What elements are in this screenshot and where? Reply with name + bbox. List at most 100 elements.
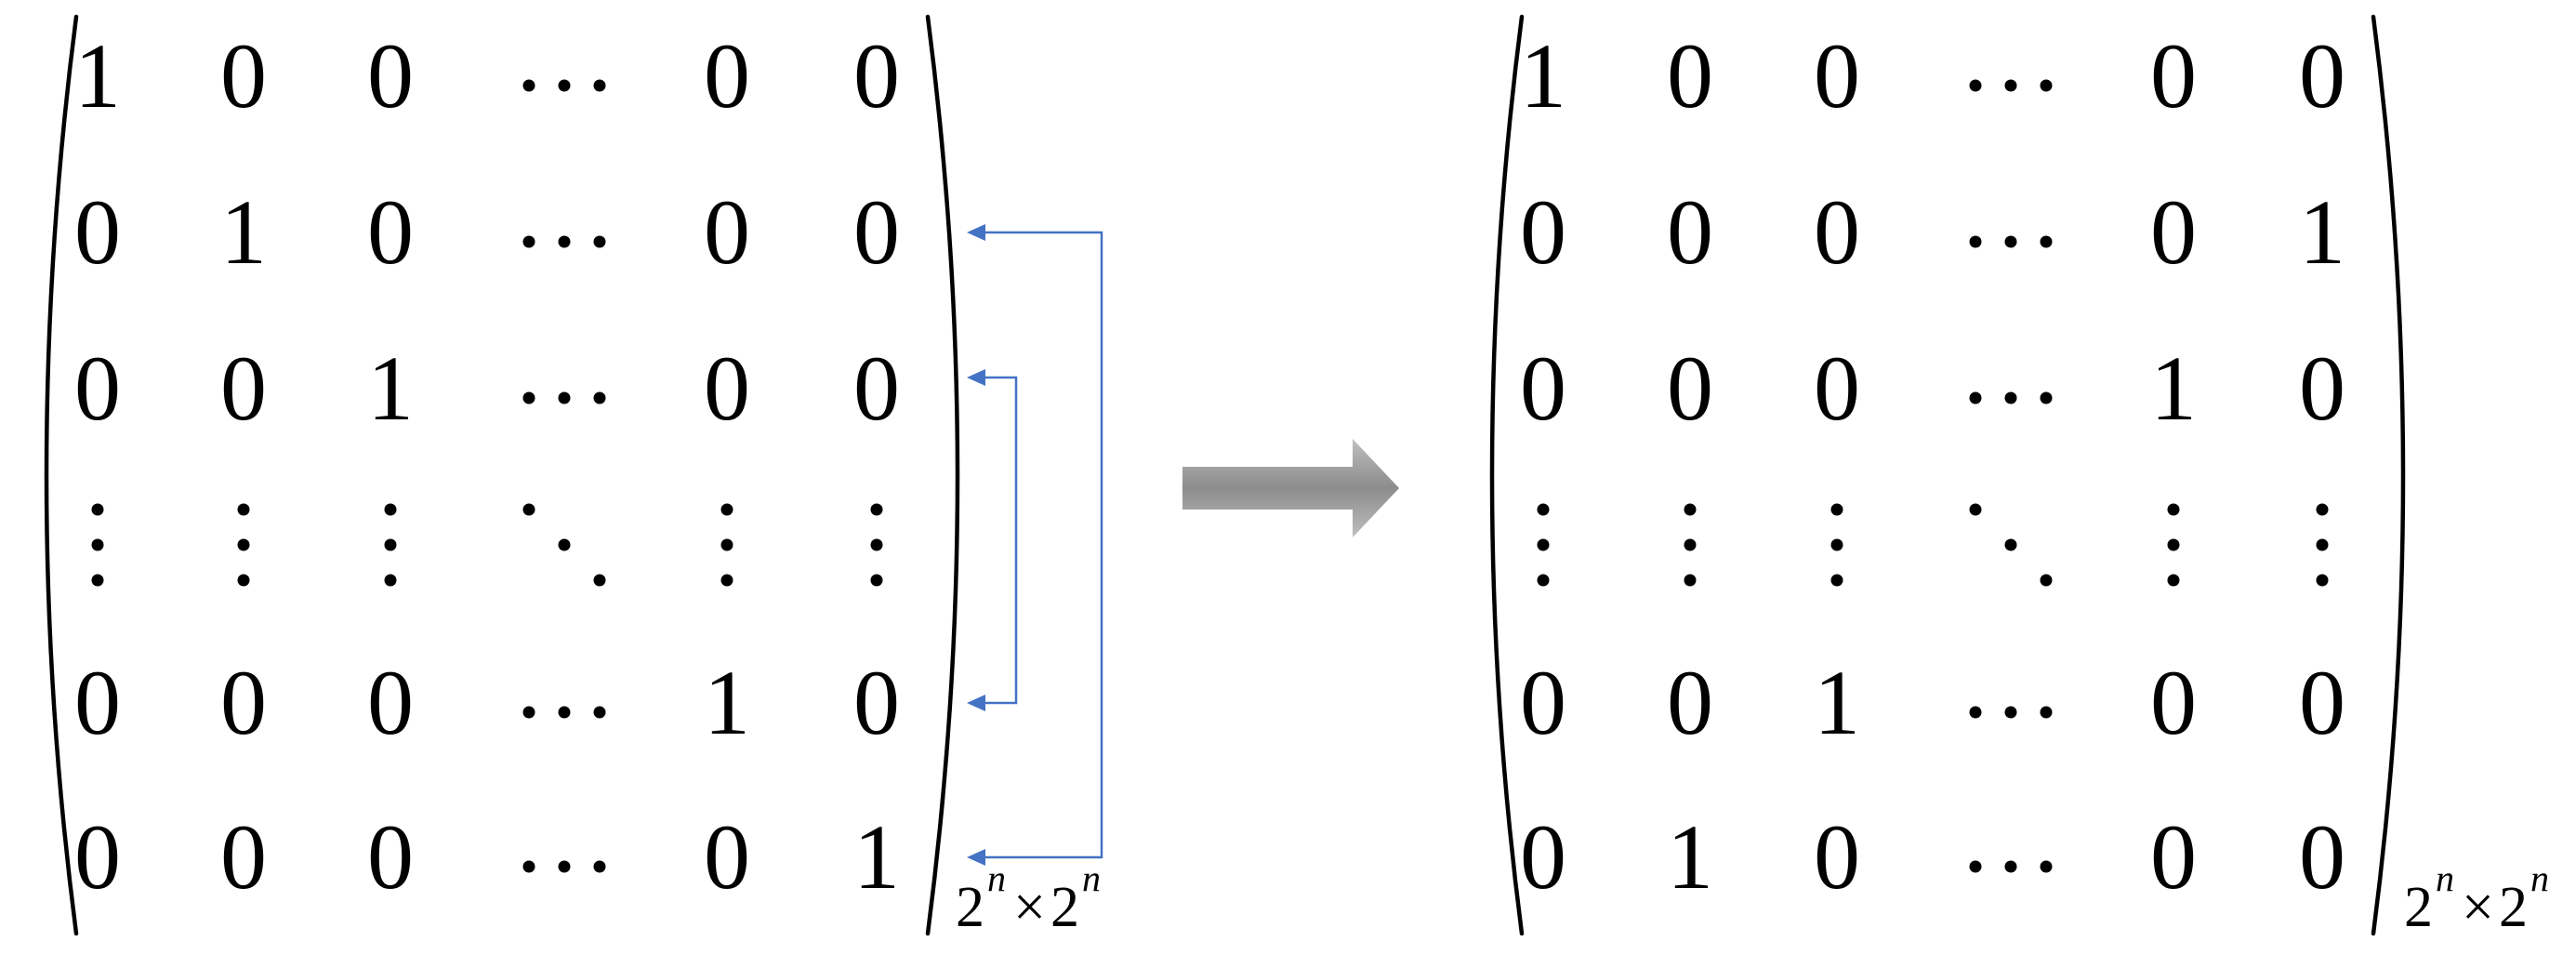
- ddot: [522, 503, 535, 516]
- cell-r6-c3: 0: [367, 805, 414, 908]
- cell-r3-c4-hdots: [522, 391, 606, 404]
- cell-r3-c2: 0: [1667, 337, 1713, 440]
- cell-r1-c2: 0: [220, 24, 267, 127]
- vdot: [870, 503, 883, 516]
- hdot: [593, 706, 606, 719]
- vdot: [720, 574, 733, 587]
- hdot: [1969, 391, 1982, 404]
- cell-r4-c3-vdots: [1830, 503, 1843, 587]
- vdot: [1830, 503, 1843, 516]
- hdot: [2040, 235, 2053, 248]
- cell-r1-c1: 1: [74, 24, 121, 127]
- size-exp-1: n: [987, 857, 1006, 899]
- cell-r3-c6: 0: [853, 337, 900, 440]
- cell-r4-c5-vdots: [2167, 503, 2180, 587]
- hdot: [593, 391, 606, 404]
- cell-r1-c3: 0: [1814, 24, 1860, 127]
- cell-r1-c6: 0: [2299, 24, 2345, 127]
- cell-r2-c5: 0: [2150, 180, 2197, 284]
- hdot: [2040, 391, 2053, 404]
- hdot: [593, 860, 606, 873]
- vdot: [720, 538, 733, 551]
- size-base-1: 2: [2404, 876, 2433, 939]
- cell-r1-c4-hdots: [1969, 79, 2053, 92]
- ddot: [593, 574, 606, 587]
- cell-r2-c1: 0: [74, 180, 121, 284]
- hdot: [522, 706, 535, 719]
- cell-r1-c4-hdots: [522, 79, 606, 92]
- hdot: [2004, 79, 2017, 92]
- cell-r4-c3-vdots: [384, 503, 397, 587]
- cell-r6-c1: 0: [1520, 805, 1566, 908]
- cell-r4-c2-vdots: [237, 503, 250, 587]
- swap-arrowhead-top: [967, 369, 985, 386]
- ddot: [1969, 503, 1982, 516]
- cell-r5-c3: 0: [367, 651, 414, 754]
- cell-r4-c1-vdots: [1537, 503, 1550, 587]
- hdot: [2040, 706, 2053, 719]
- cell-r6-c5: 0: [2150, 805, 2197, 908]
- cell-r4-c4-ddots: [1969, 503, 2053, 587]
- cell-r3-c1: 0: [74, 337, 121, 440]
- vdot: [1830, 538, 1843, 551]
- cell-r2-c2: 1: [220, 180, 267, 284]
- cell-r4-c6-vdots: [2316, 503, 2329, 587]
- cell-r2-c3: 0: [1814, 180, 1860, 284]
- cell-r6-c1: 0: [74, 805, 121, 908]
- cell-r5-c5: 0: [2150, 651, 2197, 754]
- vdot: [2316, 538, 2329, 551]
- swap-bracket-line: [984, 231, 1103, 859]
- swap-arrowhead-bottom: [967, 849, 985, 866]
- identity-matrix-size-label: 2 n × 2 n: [956, 857, 1101, 939]
- cell-r3-c2: 0: [220, 337, 267, 440]
- vdot: [1684, 538, 1697, 551]
- cell-r6-c4-hdots: [1969, 860, 2053, 873]
- cell-r4-c2-vdots: [1684, 503, 1697, 587]
- cell-r4-c4-ddots: [522, 503, 606, 587]
- hdot: [558, 860, 571, 873]
- vdot: [91, 574, 104, 587]
- cell-r3-c4-hdots: [1969, 391, 2053, 404]
- cell-r1-c5: 0: [704, 24, 750, 127]
- cell-r2-c1: 0: [1520, 180, 1566, 284]
- row-swap-connectors: [967, 224, 1103, 866]
- size-exp-2: n: [2530, 857, 2549, 899]
- vdot: [384, 503, 397, 516]
- vdot: [1830, 574, 1843, 587]
- hdot: [2040, 860, 2053, 873]
- cell-r3-c5: 1: [2150, 337, 2197, 440]
- swap-arrowhead-bottom: [967, 695, 985, 711]
- vdot: [870, 538, 883, 551]
- hdot: [558, 79, 571, 92]
- left-parenthesis-open: [44, 14, 79, 936]
- cell-r2-c6: 0: [853, 180, 900, 284]
- cell-r1-c1: 1: [1520, 24, 1566, 127]
- hdot: [1969, 860, 1982, 873]
- cell-r1-c5: 0: [2150, 24, 2197, 127]
- vdot: [1684, 574, 1697, 587]
- vdot: [1537, 503, 1550, 516]
- hdot: [593, 235, 606, 248]
- size-base-2: 2: [2499, 876, 2528, 939]
- cell-r5-c6: 0: [853, 651, 900, 754]
- cell-r2-c4-hdots: [1969, 235, 2053, 248]
- size-exp-2: n: [1082, 857, 1101, 899]
- vdot: [720, 503, 733, 516]
- cell-r5-c2: 0: [220, 651, 267, 754]
- ddot: [2004, 538, 2017, 551]
- cell-r4-c6-vdots: [870, 503, 883, 587]
- hdot: [1969, 79, 1982, 92]
- cell-r6-c3: 0: [1814, 805, 1860, 908]
- cell-r4-c1-vdots: [91, 503, 104, 587]
- left-parenthesis-close: [925, 14, 960, 936]
- cell-r5-c6: 0: [2299, 651, 2345, 754]
- hdot: [2004, 860, 2017, 873]
- cell-r5-c3: 1: [1814, 651, 1860, 754]
- vdot: [2167, 538, 2180, 551]
- cell-r2-c3: 0: [367, 180, 414, 284]
- transform-arrow: [1182, 439, 1399, 537]
- hdot: [2040, 79, 2053, 92]
